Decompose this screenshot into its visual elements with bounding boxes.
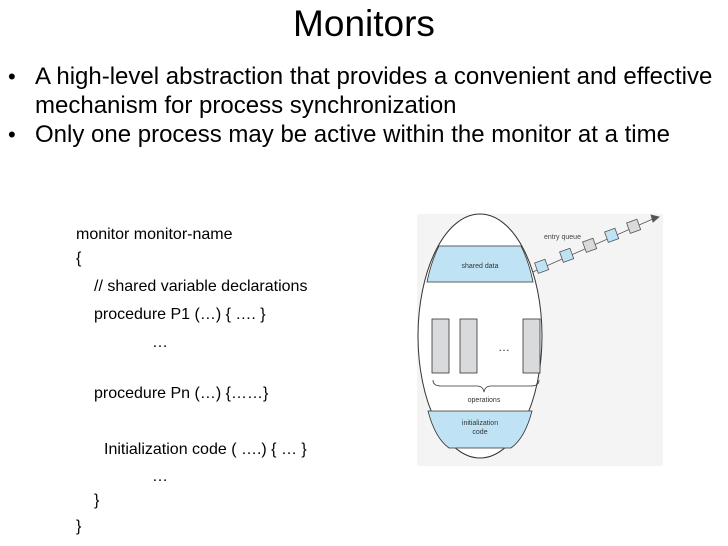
code-line: { [76, 250, 82, 267]
code-line: … [152, 334, 168, 351]
operations-brace [432, 379, 540, 393]
initialization-code-label: code [472, 429, 487, 436]
initialization-label: initialization [462, 420, 498, 427]
monitor-diagram: entry queue shared data … operations ini… [417, 206, 663, 466]
queue-process-box [559, 247, 575, 263]
procedures-ellipsis: … [498, 340, 510, 354]
queue-process-box [604, 227, 620, 243]
bullet-list: • A high-level abstraction that provides… [6, 62, 721, 149]
code-line: // shared variable declarations [94, 278, 308, 295]
code-line: } [76, 518, 82, 535]
bullet-text: Only one process may be active within th… [35, 121, 670, 148]
code-line: } [94, 492, 100, 509]
code-line: … [152, 468, 168, 485]
bullet-item: • Only one process may be active within … [6, 120, 721, 149]
code-line: Initialization code ( ….) { … } [104, 441, 307, 458]
initialization-region [427, 410, 533, 449]
entry-queue [516, 214, 660, 280]
bullet-dot-icon: • [8, 64, 16, 89]
slide-title: Monitors [293, 3, 435, 44]
code-line: procedure P1 (…) { …. } [94, 306, 266, 323]
procedure-box [431, 318, 450, 374]
monitor-diagram-svg: entry queue shared data … operations ini… [417, 213, 663, 466]
bullet-text: A high-level abstraction that provides a… [35, 63, 713, 119]
procedure-box [459, 318, 478, 374]
bullet-item: • A high-level abstraction that provides… [6, 62, 721, 120]
queue-process-box [626, 218, 642, 234]
procedure-box [522, 318, 541, 374]
operations-label: operations [468, 397, 501, 404]
shared-data-region [426, 245, 534, 283]
bullet-dot-icon: • [8, 122, 16, 147]
entry-queue-label: entry queue [544, 234, 581, 241]
code-line: monitor monitor-name [76, 226, 233, 243]
code-line: procedure Pn (…) {……} [94, 385, 269, 402]
queue-process-box [582, 237, 598, 253]
shared-data-label: shared data [462, 263, 499, 270]
queue-process-box [534, 258, 550, 274]
